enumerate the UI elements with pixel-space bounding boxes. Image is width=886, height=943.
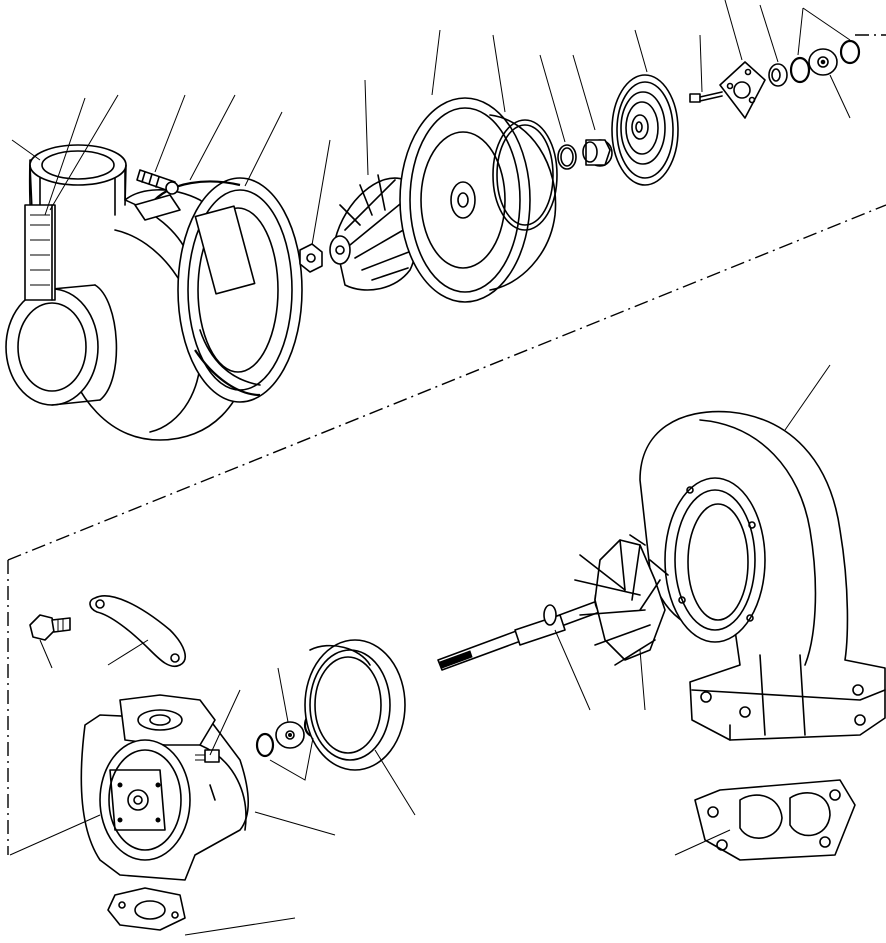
piston-ring — [557, 144, 577, 170]
o-ring-seal — [492, 119, 558, 231]
oil-drain-gasket — [107, 887, 186, 931]
turbine-wheel-shaft — [437, 534, 669, 671]
compressor-wheel — [329, 174, 418, 291]
lock-plate — [89, 595, 186, 668]
turbine-housing — [639, 410, 886, 741]
journal-bearing — [808, 48, 838, 76]
hex-bolt — [29, 614, 71, 641]
thrust-bearing-plate — [611, 74, 679, 186]
retaining-ring — [789, 56, 811, 84]
bearing-sleeve — [768, 63, 788, 87]
thrust-plate — [719, 61, 766, 119]
leader-lines-upper — [11, 0, 851, 246]
compressor-backplate — [399, 97, 557, 303]
exhaust-gasket — [694, 779, 856, 861]
thrust-collar — [582, 139, 613, 167]
bearing-housing — [80, 694, 250, 881]
compressor-housing-ring — [177, 177, 303, 403]
v-band-clamp — [134, 169, 261, 397]
compressor-nut — [299, 243, 323, 273]
leader-lines-lower — [9, 364, 831, 936]
small-bolt — [689, 91, 723, 103]
drain-bolt — [195, 749, 220, 763]
heat-shield — [304, 639, 406, 771]
section-divider — [7, 34, 886, 855]
retaining-ring — [839, 39, 861, 65]
seal-ring-set — [255, 712, 323, 758]
